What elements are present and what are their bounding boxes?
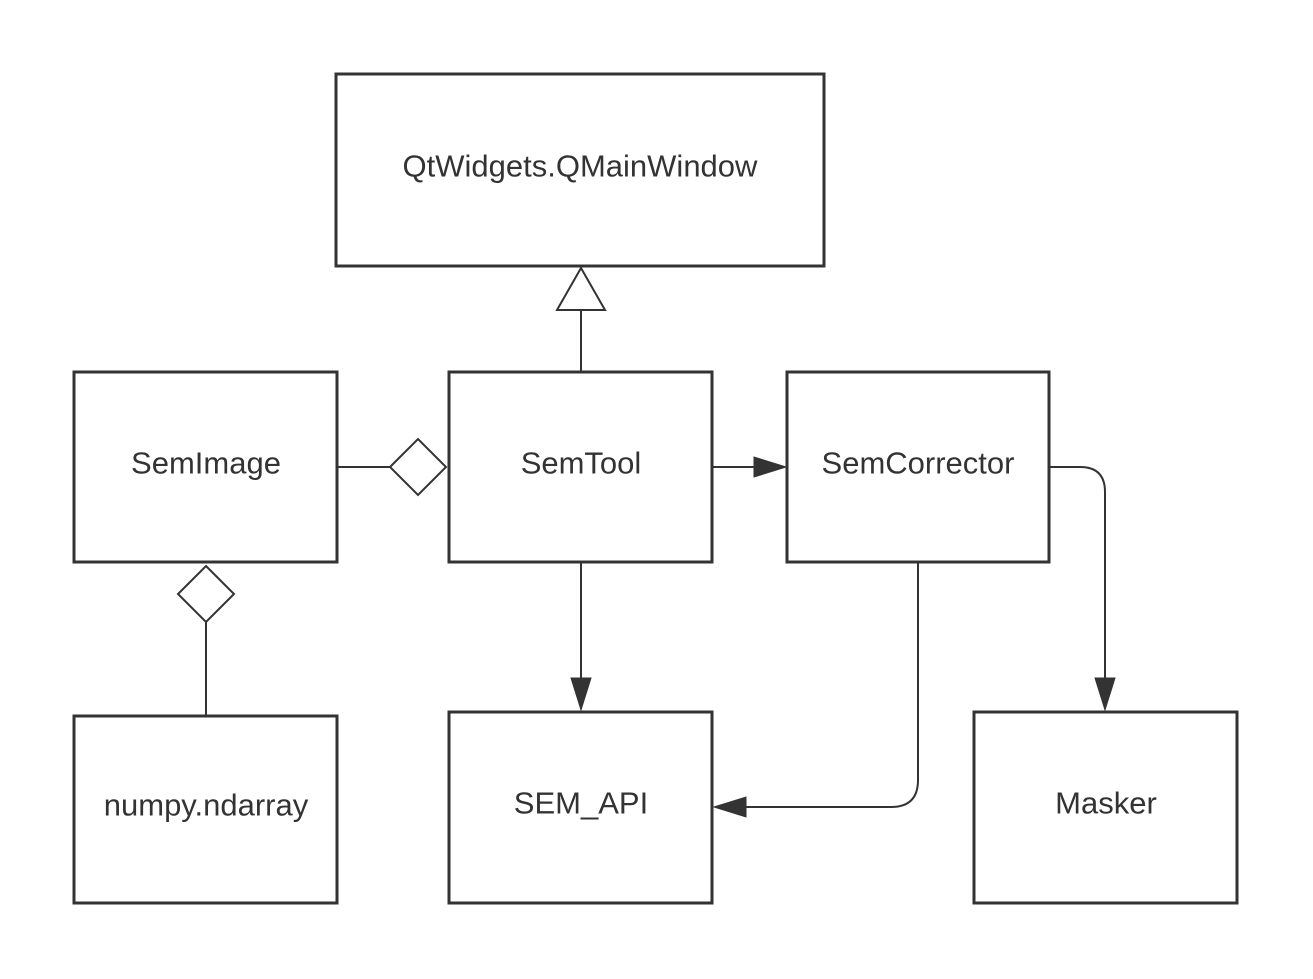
class-qmainwindow[interactable]: QtWidgets.QMainWindow [334,72,826,268]
hollow-triangle-arrowhead [555,265,607,311]
class-semimage-label: SemImage [131,446,281,481]
class-ndarray[interactable]: numpy.ndarray [72,714,339,905]
class-masker-label: Masker [1055,786,1157,821]
solid-arrowhead [570,677,592,712]
class-ndarray-label: numpy.ndarray [104,788,309,823]
solid-arrowhead [1094,677,1116,712]
aggregation-diamond [388,437,448,497]
class-semapi[interactable]: SEM_API [447,710,714,905]
aggregation-ndarray-semimage [176,564,236,716]
association-semtool-semcorrector [712,456,788,478]
class-qmainwindow-label: QtWidgets.QMainWindow [403,149,758,184]
association-semcorrector-masker [1050,466,1116,712]
class-semtool-label: SemTool [521,446,642,481]
class-semapi-label: SEM_API [514,786,648,821]
inheritance-semtool-qmainwindow [555,265,607,372]
class-semtool[interactable]: SemTool [447,370,714,564]
solid-arrowhead [712,796,747,818]
association-semcorrector-semapi [712,563,919,818]
association-semtool-semapi [570,563,592,712]
aggregation-diamond [176,564,236,624]
aggregation-semimage-semtool [338,437,448,497]
class-masker[interactable]: Masker [972,710,1239,905]
class-semcorrector[interactable]: SemCorrector [785,370,1051,564]
class-semimage[interactable]: SemImage [72,370,339,564]
class-semcorrector-label: SemCorrector [822,446,1015,481]
solid-arrowhead [753,456,788,478]
